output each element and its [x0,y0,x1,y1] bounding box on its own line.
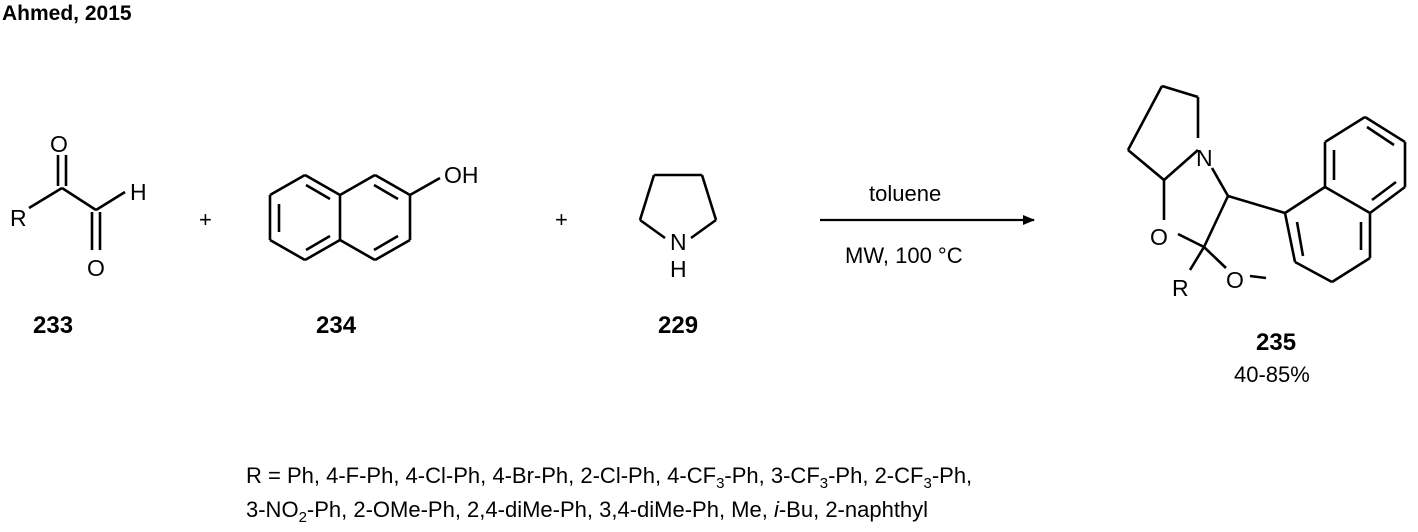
scheme-title: Ahmed, 2015 [2,2,132,25]
atom-n: N [1196,145,1213,171]
subscript-text: 3 [923,475,932,492]
r-group-text: -Ph, 2-CF [828,463,924,488]
subscript-text: 3 [819,475,829,492]
r-group-text: R = Ph, 4-F-Ph, 4-Cl-Ph, 4-Br-Ph, 2-Cl-P… [246,463,717,488]
compound-label-229: 229 [658,312,698,339]
compound-233-structure: R O H O [10,131,147,281]
condition-heating: MW, 100 °C [845,243,963,268]
compound-label-233: 233 [33,312,73,339]
r-group-list: R = Ph, 4-F-Ph, 4-Cl-Ph, 4-Br-Ph, 2-Cl-P… [246,459,972,527]
r-group-text: i [773,497,779,522]
atom-o: O [87,255,105,281]
r-group-text: -Ph, [931,463,973,488]
atom-h: H [130,179,147,205]
compound-label-234: 234 [316,312,357,339]
atom-h: H [670,256,687,282]
atom-r: R [10,205,27,231]
atom-r: R [1172,275,1189,301]
compound-label-235: 235 [1256,329,1296,356]
compound-235-structure: N O O R [1126,84,1407,301]
atom-o: O [1150,224,1168,250]
subscript-text: 2 [298,509,307,526]
plus-sign: + [555,207,568,232]
atom-n: N [670,229,687,255]
atom-o: O [1226,267,1244,293]
compound-234-structure: OH [268,162,479,262]
r-group-text: -Bu, 2-naphthyl [778,497,929,522]
product-yield: 40-85% [1234,362,1310,387]
subscript-text: 3 [716,475,725,492]
atom-o: O [50,131,68,157]
r-group-line: R = Ph, 4-F-Ph, 4-Cl-Ph, 4-Br-Ph, 2-Cl-P… [246,459,972,493]
r-group-text: -Ph, 2-OMe-Ph, 2,4-diMe-Ph, 3,4-diMe-Ph,… [306,497,774,522]
r-group-line: 3-NO2-Ph, 2-OMe-Ph, 2,4-diMe-Ph, 3,4-diM… [246,493,972,527]
plus-sign: + [199,207,212,232]
r-group-text: -Ph, 3-CF [724,463,820,488]
atom-oh: OH [444,162,479,188]
condition-solvent: toluene [869,181,941,206]
compound-229-structure: N H [638,173,718,282]
r-group-text: 3-NO [246,497,299,522]
